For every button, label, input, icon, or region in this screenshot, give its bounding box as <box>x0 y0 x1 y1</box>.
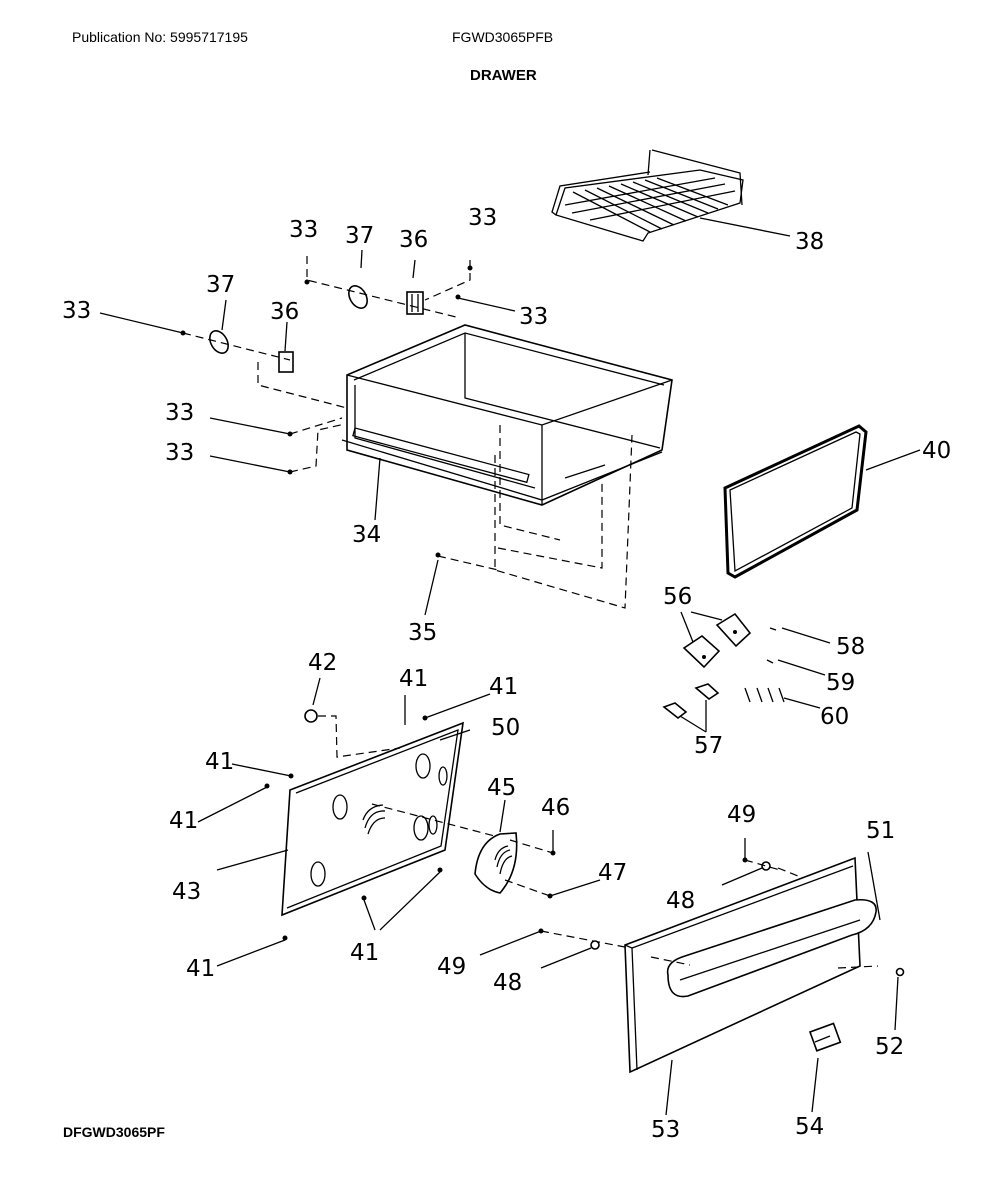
callout-42: 42 <box>308 650 337 676</box>
callout-35: 35 <box>408 620 437 646</box>
callout-41: 41 <box>205 749 234 775</box>
part-34-drawer-body <box>341 324 673 506</box>
model-number: FGWD3065PFB <box>452 29 554 45</box>
section-title: DRAWER <box>470 67 537 84</box>
callout-41: 41 <box>399 666 428 692</box>
parts-56-60-hardware <box>662 611 831 733</box>
callout-36: 36 <box>270 299 299 325</box>
callout-60: 60 <box>820 704 849 730</box>
callout-45: 45 <box>487 775 516 801</box>
hinge-group-upper <box>304 249 516 319</box>
callout-34: 34 <box>352 522 381 548</box>
callout-33: 33 <box>289 217 318 243</box>
callout-51: 51 <box>866 818 895 844</box>
callout-47: 47 <box>598 860 627 886</box>
callout-58: 58 <box>836 634 865 660</box>
publication-number: Publication No: 5995717195 <box>72 29 248 45</box>
callout-41: 41 <box>489 674 518 700</box>
part-40-gasket <box>723 424 921 579</box>
callout-38: 38 <box>795 229 824 255</box>
callout-40: 40 <box>922 438 951 464</box>
callout-50: 50 <box>491 715 520 741</box>
callout-52: 52 <box>875 1034 904 1060</box>
callout-37: 37 <box>345 223 374 249</box>
callout-33: 33 <box>165 400 194 426</box>
callout-48: 48 <box>493 970 522 996</box>
callout-46: 46 <box>541 795 570 821</box>
callout-56: 56 <box>663 584 692 610</box>
callout-33: 33 <box>468 205 497 231</box>
callout-33: 33 <box>62 298 91 324</box>
callout-33: 33 <box>519 304 548 330</box>
callout-37: 37 <box>206 272 235 298</box>
footer-code: DFGWD3065PF <box>63 1124 165 1140</box>
callout-36: 36 <box>399 227 428 253</box>
callout-53: 53 <box>651 1117 680 1143</box>
callout-48: 48 <box>666 888 695 914</box>
hinge-group-left <box>99 299 381 521</box>
callout-33: 33 <box>165 440 194 466</box>
callout-59: 59 <box>826 670 855 696</box>
part-53-drawer-front <box>624 851 881 1116</box>
callout-49: 49 <box>727 802 756 828</box>
callout-41: 41 <box>350 940 379 966</box>
callout-41: 41 <box>186 956 215 982</box>
part-43-control-panel <box>216 721 464 917</box>
callout-41: 41 <box>169 808 198 834</box>
callout-43: 43 <box>172 879 201 905</box>
callout-54: 54 <box>795 1114 824 1140</box>
callout-49: 49 <box>437 954 466 980</box>
callout-57: 57 <box>694 733 723 759</box>
part-38-wire-rack <box>551 149 791 242</box>
part-45-cap <box>474 799 518 894</box>
